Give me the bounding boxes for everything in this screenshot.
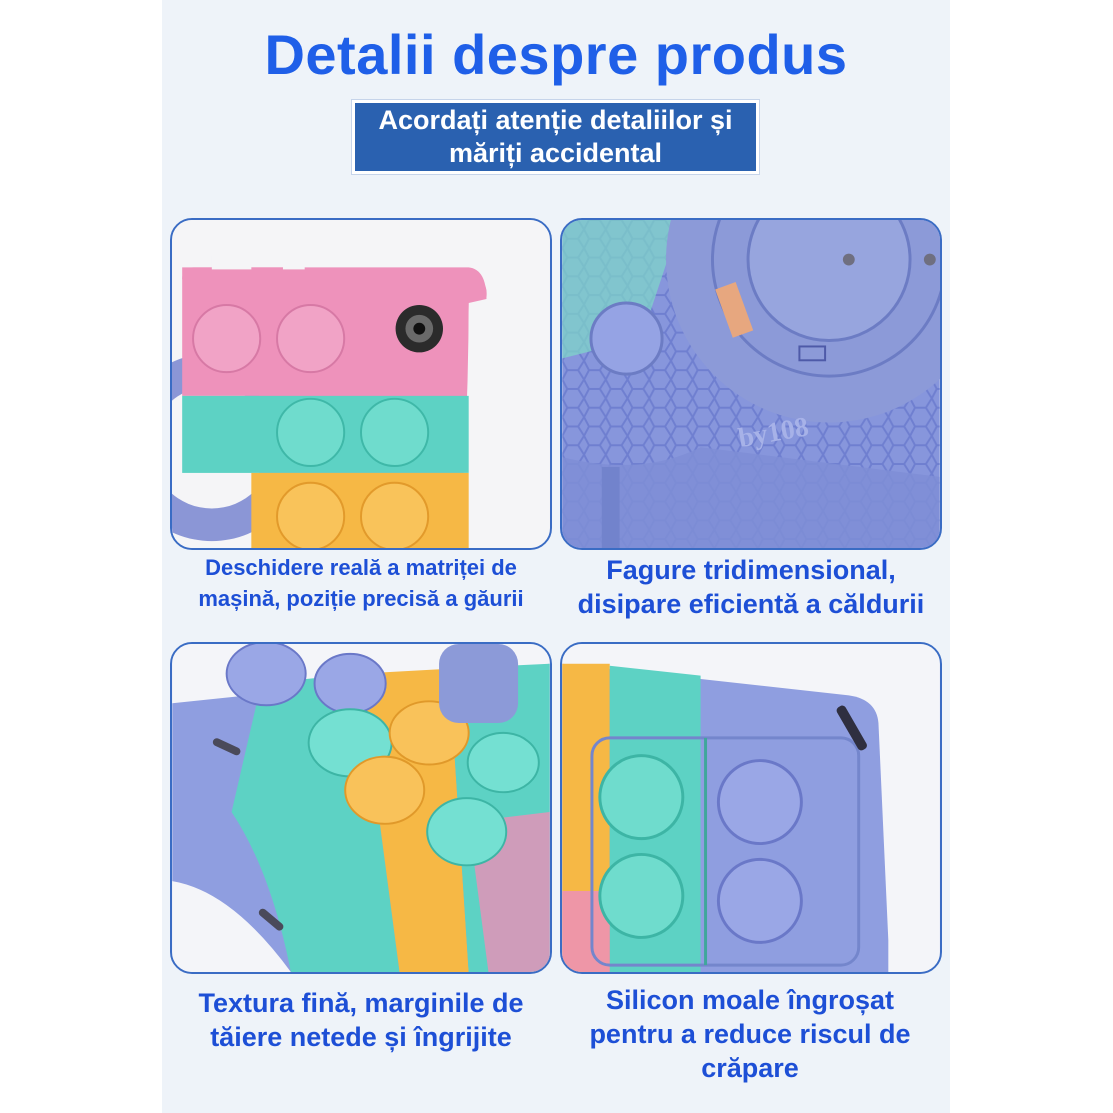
product-photo-honeycomb: by108: [560, 218, 942, 550]
thick-corner-illustration: [562, 644, 940, 972]
product-photo-smooth-edges: [170, 642, 552, 974]
case-corner-illustration: [172, 220, 550, 548]
caption-honeycomb: Fagure tridimensional, disipare eficient…: [577, 555, 925, 619]
page-title: Detalii despre produs: [264, 23, 848, 86]
product-photo-thick-silicone: [560, 642, 942, 974]
side-edge-illustration: [172, 644, 550, 972]
honeycomb-illustration: by108: [562, 220, 940, 548]
subtitle-banner: Acordați atenție detaliilor și măriți ac…: [352, 100, 759, 174]
caption-smooth-edges: Textura fină, marginile de tăiere netede…: [198, 988, 524, 1052]
product-photo-camera-hole: [170, 218, 552, 550]
caption-camera-hole: Deschidere reală a matriței de mașină, p…: [198, 555, 524, 611]
subtitle-text: Acordați atenție detaliilor și măriți ac…: [378, 105, 733, 168]
caption-thick-silicone: Silicon moale îngroșat pentru a reduce r…: [589, 985, 911, 1083]
